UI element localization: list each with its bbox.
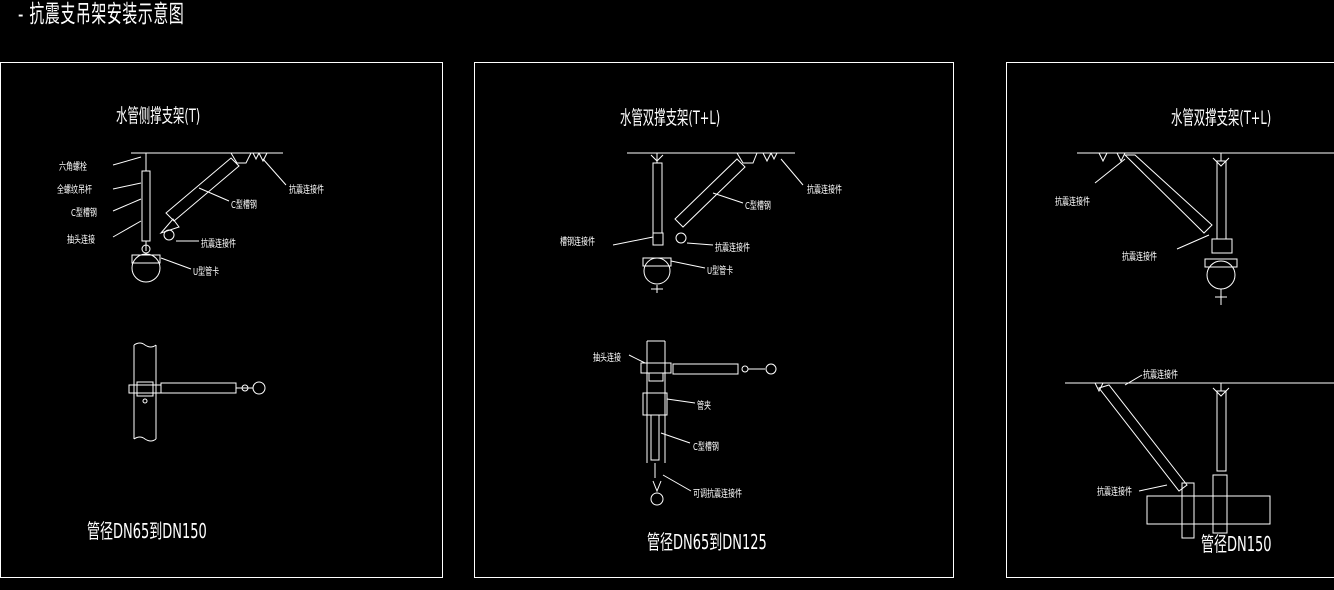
label: 抗震连接件: [807, 185, 842, 196]
label: 抗震连接件: [715, 243, 750, 254]
label: 抗震连接件: [201, 239, 236, 250]
label: U型管卡: [707, 266, 734, 277]
label: 槽钢连接件: [560, 237, 595, 248]
side-brace-drawing: [1, 63, 444, 579]
label: 全螺纹吊杆: [57, 185, 92, 196]
panel-title: 水管双撑支架(T+L): [620, 107, 721, 129]
label: C型槽钢: [71, 208, 97, 219]
label: 抗震连接件: [289, 185, 324, 196]
label: 管夹: [697, 401, 711, 412]
panel-double-brace-tl: 水管双撑支架(T+L): [474, 62, 954, 578]
label: 抗震连接件: [1122, 252, 1157, 263]
label: U型管卡: [193, 267, 220, 278]
label: C型槽钢: [231, 200, 257, 211]
label: C型槽钢: [693, 442, 719, 453]
label: C型槽钢: [745, 201, 771, 212]
label: 抗震连接件: [1097, 487, 1132, 498]
page-title: - 抗震支吊架安装示意图: [18, 0, 185, 28]
double-brace-dn150-drawing: [1007, 63, 1334, 579]
label: 抗震连接件: [1055, 197, 1090, 208]
double-brace-drawing: [475, 63, 955, 579]
label: 抽头连接: [67, 235, 95, 246]
label: 可调抗震连接件: [693, 489, 742, 500]
panel-title: 水管双撑支架(T+L): [1171, 107, 1272, 129]
panel-side-brace-t: 水管侧撑支架(T): [0, 62, 443, 578]
label: 抽头连接: [593, 353, 621, 364]
panel-caption: 管径DN65到DN125: [647, 530, 767, 554]
panel-caption: 管径DN65到DN150: [87, 519, 207, 543]
panel-title: 水管侧撑支架(T): [116, 105, 201, 127]
panel-double-brace-tl-dn150: 水管双撑支架(T+L): [1006, 62, 1334, 578]
panel-caption: 管径DN150: [1201, 532, 1272, 556]
label: 抗震连接件: [1143, 370, 1178, 381]
label: 六角螺栓: [59, 162, 87, 173]
